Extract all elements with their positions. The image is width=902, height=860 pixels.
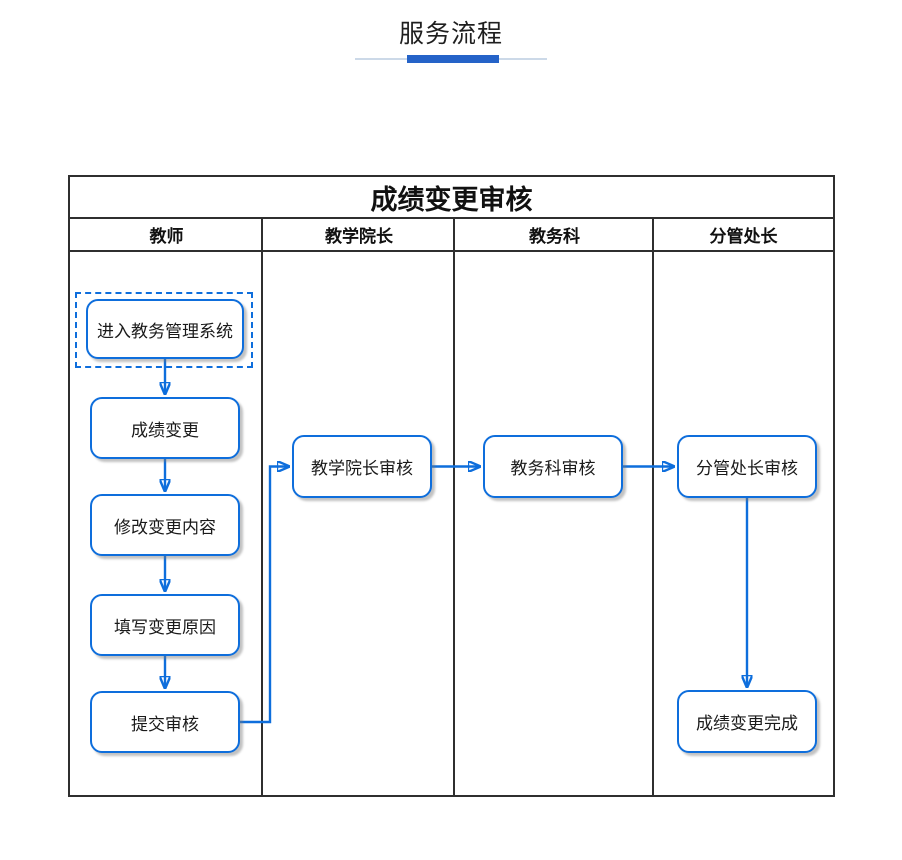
lane-divider-1 — [261, 219, 263, 795]
flow-arrows — [70, 359, 832, 724]
flowchart-title: 成绩变更审核 — [70, 177, 833, 219]
lane-divider-3 — [652, 219, 654, 795]
flowchart-frame: 成绩变更审核 教师 教学院长 教务科 分管处长 进入教务管理系统 成绩变更 修改… — [68, 175, 835, 797]
title-underline-accent-bar — [407, 55, 499, 63]
node-grade-change: 成绩变更 — [90, 397, 240, 459]
node-submit-review: 提交审核 — [90, 691, 240, 753]
arrow-submit-to-dean — [240, 467, 289, 724]
node-complete: 成绩变更完成 — [677, 690, 817, 753]
node-enter-system: 进入教务管理系统 — [86, 299, 244, 359]
node-fill-reason: 填写变更原因 — [90, 594, 240, 656]
lane-header-dean: 教学院长 — [325, 227, 393, 246]
node-modify-content: 修改变更内容 — [90, 494, 240, 556]
lane-header-row: 教师 教学院长 教务科 分管处长 — [70, 219, 833, 252]
lane-divider-2 — [453, 219, 455, 795]
page-title: 服务流程 — [398, 20, 503, 48]
lane-header-teacher: 教师 — [149, 227, 184, 246]
node-dean-review: 教学院长审核 — [292, 435, 432, 498]
lane-header-office: 教务科 — [529, 227, 580, 246]
lane-header-director: 分管处长 — [709, 227, 778, 246]
title-underline — [355, 55, 547, 63]
start-group-dashed-border — [75, 292, 253, 368]
node-office-review: 教务科审核 — [483, 435, 623, 498]
node-director-review: 分管处长审核 — [677, 435, 817, 498]
